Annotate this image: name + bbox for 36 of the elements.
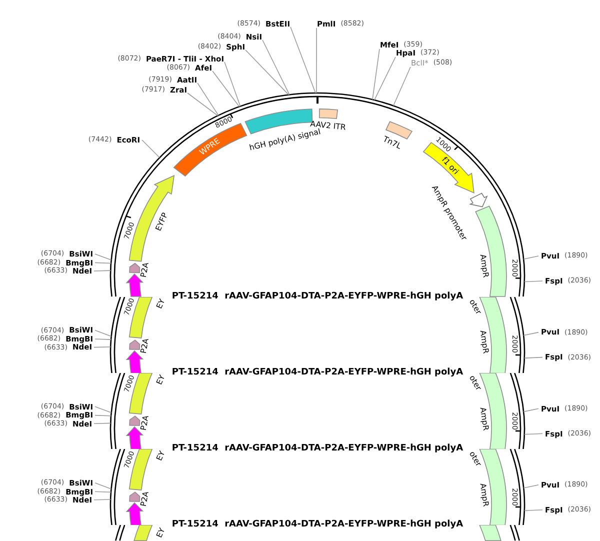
map-title: PT-15214 rAAV-GFAP104-DTA-P2A-EYFP-WPRE-hGH polyA [172, 444, 464, 454]
leader-line [316, 28, 317, 94]
leader-line [524, 433, 543, 435]
leader-line [524, 356, 543, 358]
leader-line [94, 346, 111, 348]
leader-line [94, 262, 112, 264]
leader-line [94, 338, 112, 340]
leader-line [197, 82, 219, 116]
leader-line [372, 48, 380, 100]
leader-line [212, 70, 240, 107]
leader-line [94, 406, 112, 414]
map-title: PT-15214 rAAV-GFAP104-DTA-P2A-EYFP-WPRE-hGH polyA [172, 520, 464, 530]
leader-line [94, 414, 112, 416]
leader-line [94, 422, 111, 424]
leader-line [523, 484, 539, 488]
leader-line [523, 256, 539, 260]
leader-line [524, 510, 543, 512]
leader-line [94, 270, 111, 272]
leader-line [290, 26, 316, 94]
leader-line [374, 56, 396, 100]
leader-line [523, 332, 539, 336]
leader-line [224, 62, 241, 107]
leader-line [187, 92, 218, 116]
leader-line [94, 330, 112, 337]
leader-line [142, 140, 160, 158]
leader-line [94, 254, 112, 260]
leader-line [392, 66, 411, 106]
leader-line [94, 482, 112, 490]
leader-line [94, 491, 112, 493]
leader-line [245, 50, 290, 96]
leader-line [523, 408, 539, 412]
map-title: PT-15214 rAAV-GFAP104-DTA-P2A-EYFP-WPRE-hGH polyA [172, 292, 464, 301]
leader-line [94, 499, 111, 500]
leader-line [262, 40, 290, 96]
leader-line [524, 280, 543, 282]
map-title: PT-15214 rAAV-GFAP104-DTA-P2A-EYFP-WPRE-hGH polyA [172, 368, 464, 378]
